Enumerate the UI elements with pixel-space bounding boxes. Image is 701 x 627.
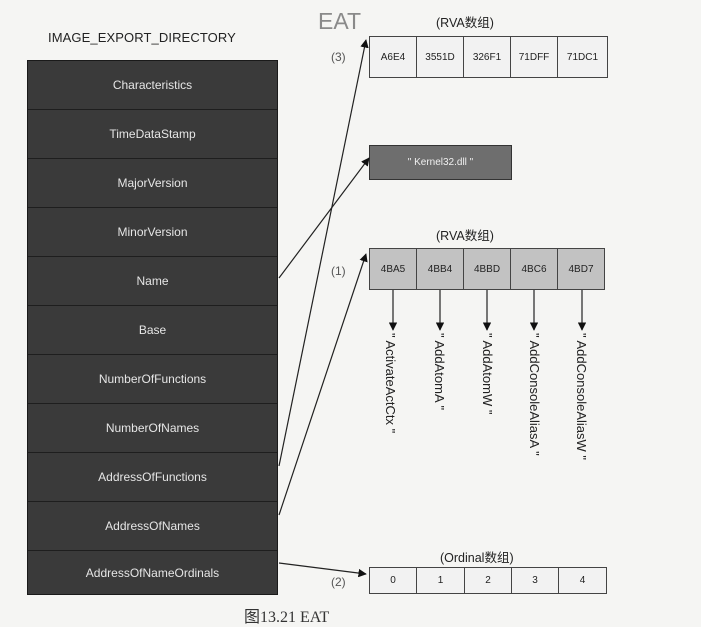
arrow-names-to-array	[278, 253, 368, 516]
functions-array-cell: 3551D	[417, 36, 464, 78]
names-array-cell: 4BC6	[511, 248, 558, 290]
names-array-header: (RVA数组)	[436, 229, 494, 243]
function-name-string: " AddAtomA "	[432, 333, 447, 411]
names-array-marker: (1)	[331, 264, 346, 278]
function-name-string: " AddConsoleAliasA "	[527, 333, 542, 456]
functions-array: A6E4 3551D 326F1 71DFF 71DC1	[369, 36, 608, 78]
field-addressofnames: AddressOfNames	[28, 502, 277, 551]
functions-array-cell: 326F1	[464, 36, 511, 78]
function-name-string: " ActivateActCtx "	[383, 333, 398, 434]
eat-title: EAT	[318, 8, 362, 34]
functions-array-header: (RVA数组)	[436, 16, 494, 30]
functions-array-cell: A6E4	[369, 36, 417, 78]
names-array-cell: 4BD7	[558, 248, 605, 290]
field-minorversion: MinorVersion	[28, 208, 277, 257]
ordinals-array-cell: 4	[559, 567, 607, 594]
field-numberofnames: NumberOfNames	[28, 404, 277, 453]
ordinals-array-cell: 3	[512, 567, 559, 594]
arrow-functions-to-array	[278, 39, 369, 467]
export-directory-struct: Characteristics TimeDataStamp MajorVersi…	[27, 60, 278, 595]
ordinals-array-marker: (2)	[331, 575, 346, 589]
ordinals-array-cell: 1	[417, 567, 465, 594]
ordinals-array-cell: 0	[369, 567, 417, 594]
arrow-ordinals-to-array	[278, 562, 367, 578]
function-name-string: " AddAtomW "	[480, 333, 495, 415]
names-array: 4BA5 4BB4 4BBD 4BC6 4BD7	[369, 248, 605, 290]
names-array-cell: 4BA5	[369, 248, 417, 290]
field-characteristics: Characteristics	[28, 61, 277, 110]
functions-array-cell: 71DC1	[558, 36, 608, 78]
field-addressoffunctions: AddressOfFunctions	[28, 453, 277, 502]
field-timedatastamp: TimeDataStamp	[28, 110, 277, 159]
functions-array-marker: (3)	[331, 50, 346, 64]
directory-title: IMAGE_EXPORT_DIRECTORY	[48, 30, 236, 45]
field-base: Base	[28, 306, 277, 355]
ordinals-array-cell: 2	[465, 567, 512, 594]
ordinals-array: 0 1 2 3 4	[369, 567, 607, 594]
arrow-name-to-dll	[278, 157, 370, 279]
figure-caption: 图13.21 EAT	[244, 609, 330, 626]
names-array-cell: 4BB4	[417, 248, 464, 290]
functions-array-cell: 71DFF	[511, 36, 558, 78]
field-name: Name	[28, 257, 277, 306]
ordinals-array-header: (Ordinal数组)	[440, 551, 514, 565]
field-addressofnameordinals: AddressOfNameOrdinals	[85, 565, 220, 580]
field-majorversion: MajorVersion	[28, 159, 277, 208]
field-numberoffunctions: NumberOfFunctions	[28, 355, 277, 404]
function-name-string: " AddConsoleAliasW "	[574, 333, 589, 461]
names-array-cell: 4BBD	[464, 248, 511, 290]
